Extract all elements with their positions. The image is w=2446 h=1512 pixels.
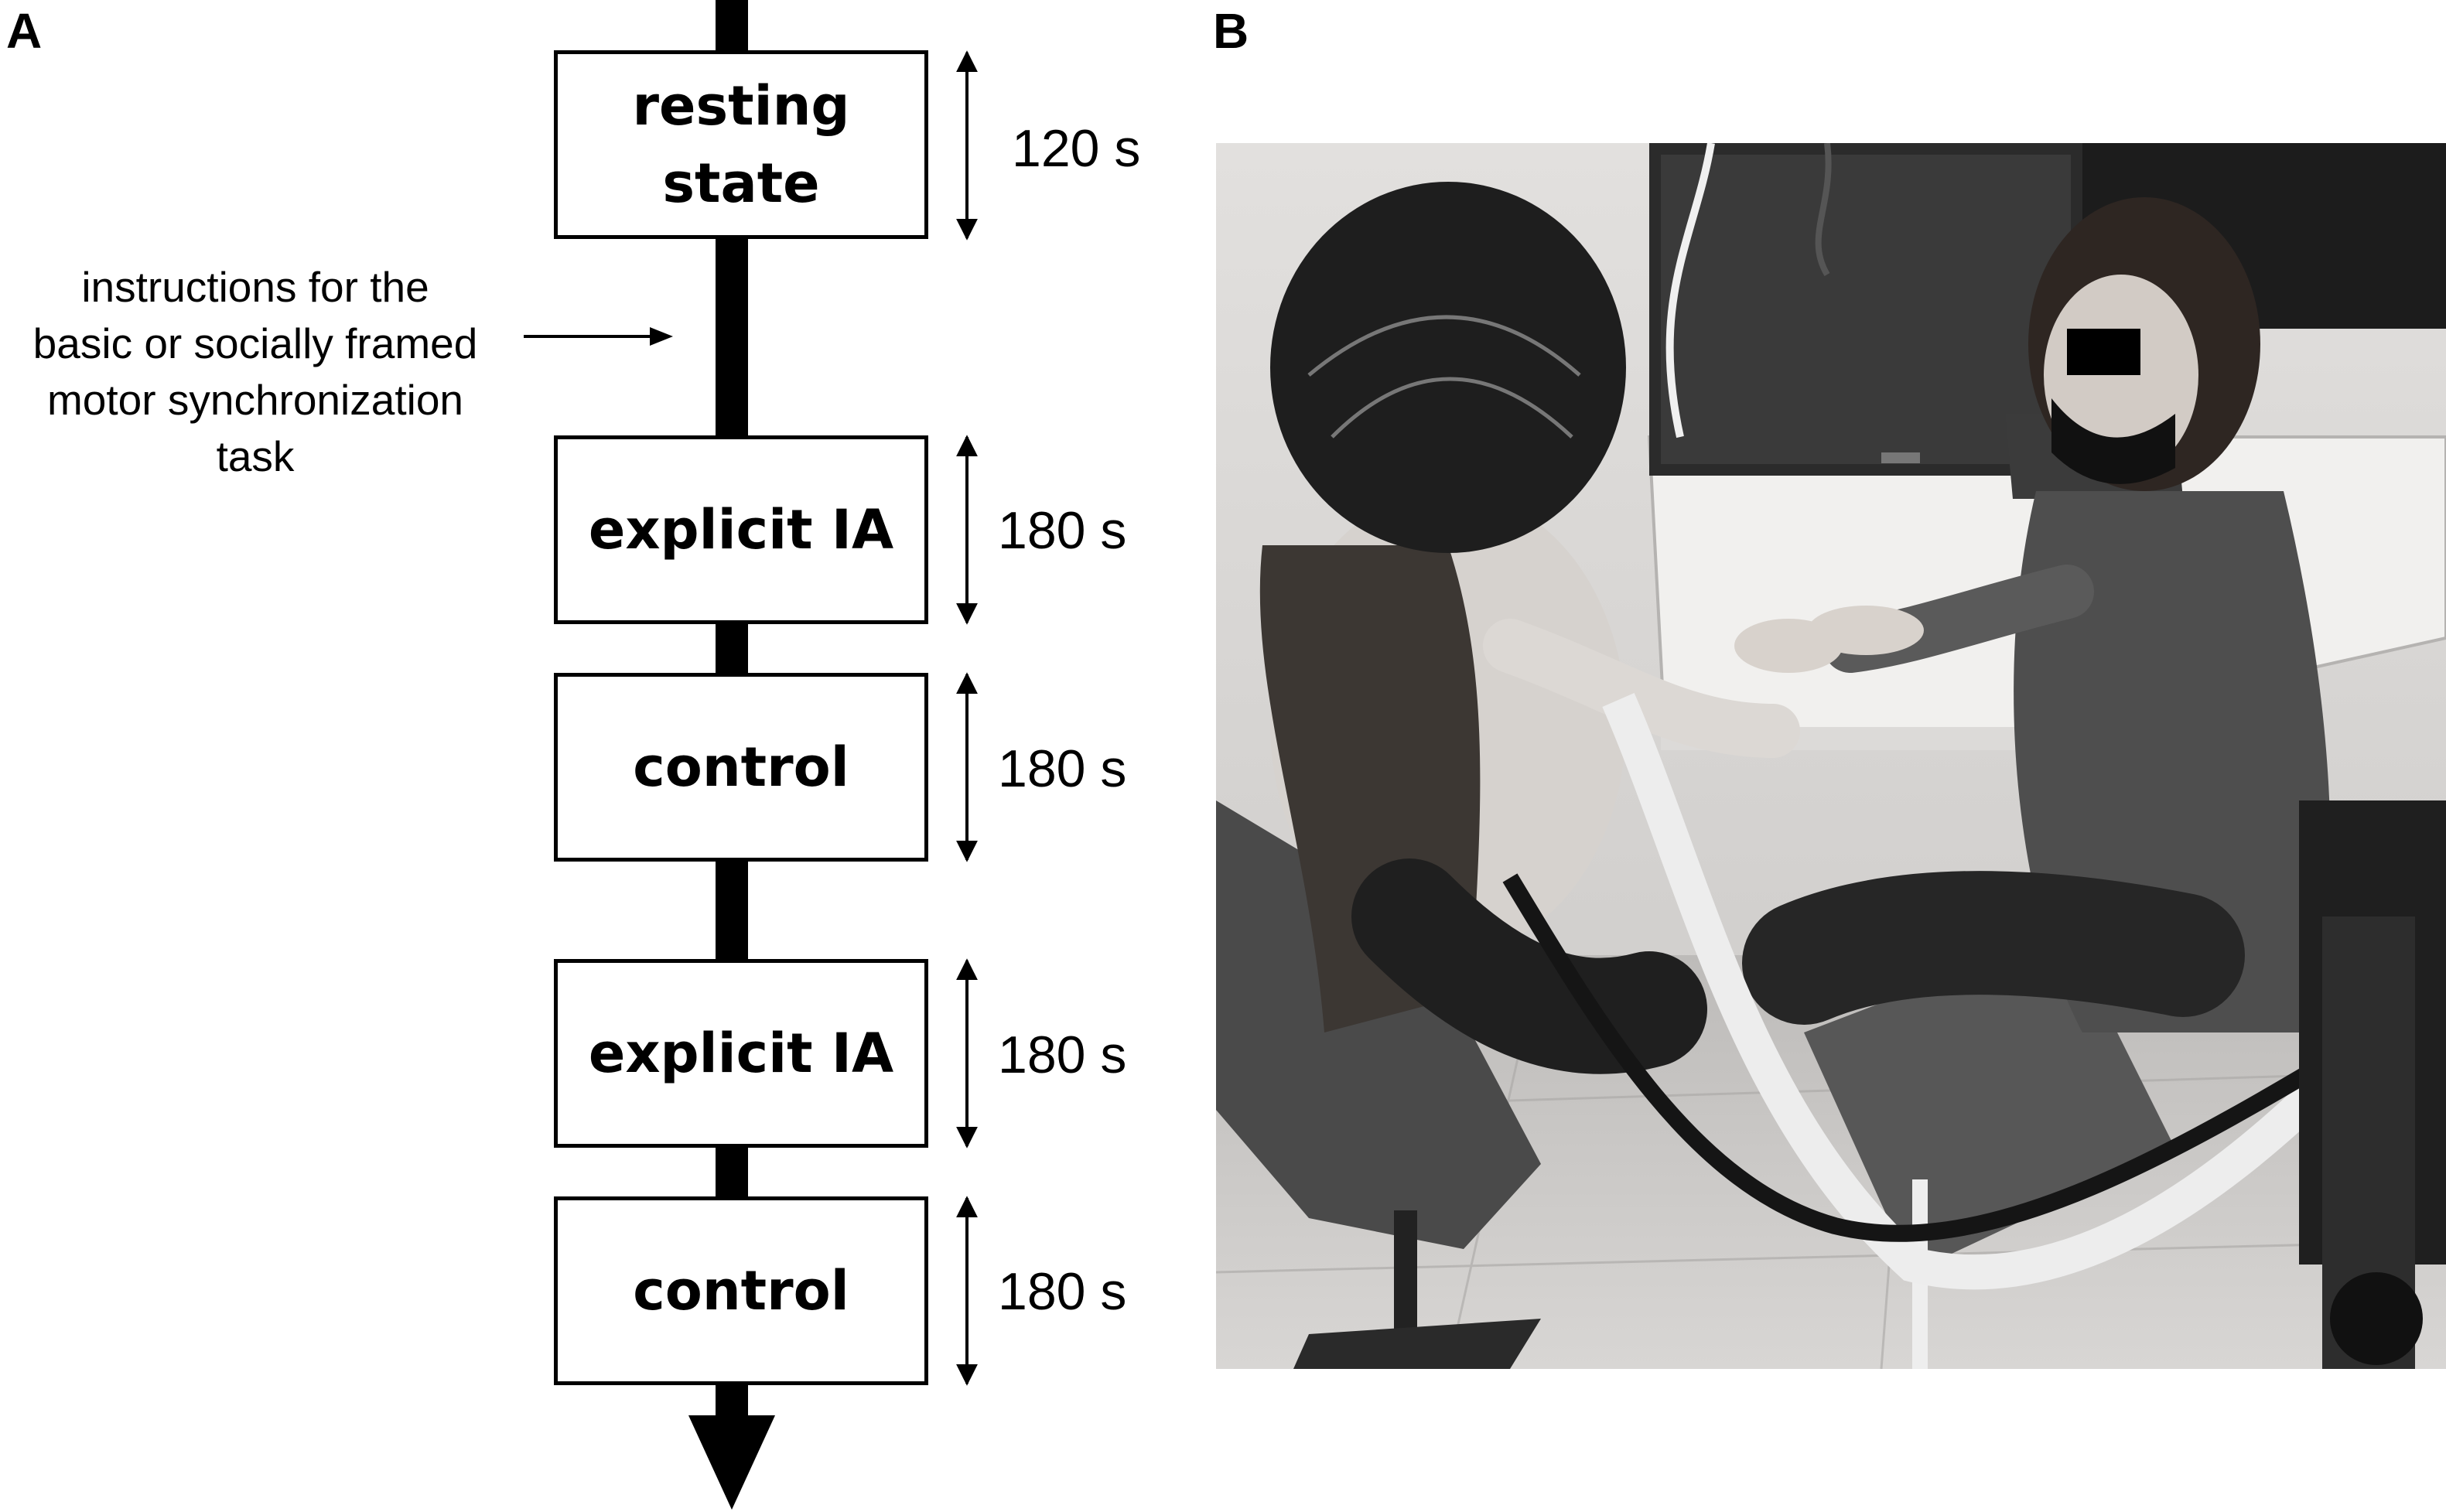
duration-label-resting-state: 120 s xyxy=(1012,119,1141,178)
panel-label-a: A xyxy=(6,3,43,59)
step-box-explicit-ia-2: explicit IA xyxy=(554,959,928,1148)
step-box-explicit-ia-1: explicit IA xyxy=(554,435,928,624)
instructions-line: motor synchronization xyxy=(46,376,464,424)
duration-arrows xyxy=(956,50,978,1386)
instructions-pointer-arrow xyxy=(524,327,673,346)
photo-icon xyxy=(1216,143,2446,1369)
step-label: resting state xyxy=(632,67,849,222)
instructions-line: basic or socially framed xyxy=(32,319,478,367)
timeline-end-arrowhead xyxy=(688,1415,775,1510)
duration-label-control-1: 180 s xyxy=(998,739,1127,798)
instructions-line: task xyxy=(216,432,295,480)
step-label: control xyxy=(633,736,849,799)
duration-label-control-2: 180 s xyxy=(998,1262,1127,1321)
duration-label-explicit-ia-2: 180 s xyxy=(998,1026,1127,1084)
step-label: explicit IA xyxy=(588,1022,894,1085)
duration-label-explicit-ia-1: 180 s xyxy=(998,501,1127,560)
experiment-setup-photo xyxy=(1216,143,2446,1369)
step-label-line: state xyxy=(662,152,820,215)
step-label-line: resting xyxy=(632,74,850,138)
step-box-control-2: control xyxy=(554,1196,928,1385)
step-box-resting-state: resting state xyxy=(554,50,928,239)
instructions-note: instructions for the basic or socially f… xyxy=(0,259,511,485)
step-label: explicit IA xyxy=(588,498,894,561)
step-box-control-1: control xyxy=(554,673,928,862)
step-label: control xyxy=(633,1259,849,1323)
panel-label-b: B xyxy=(1213,3,1249,59)
instructions-line: instructions for the xyxy=(81,263,429,311)
